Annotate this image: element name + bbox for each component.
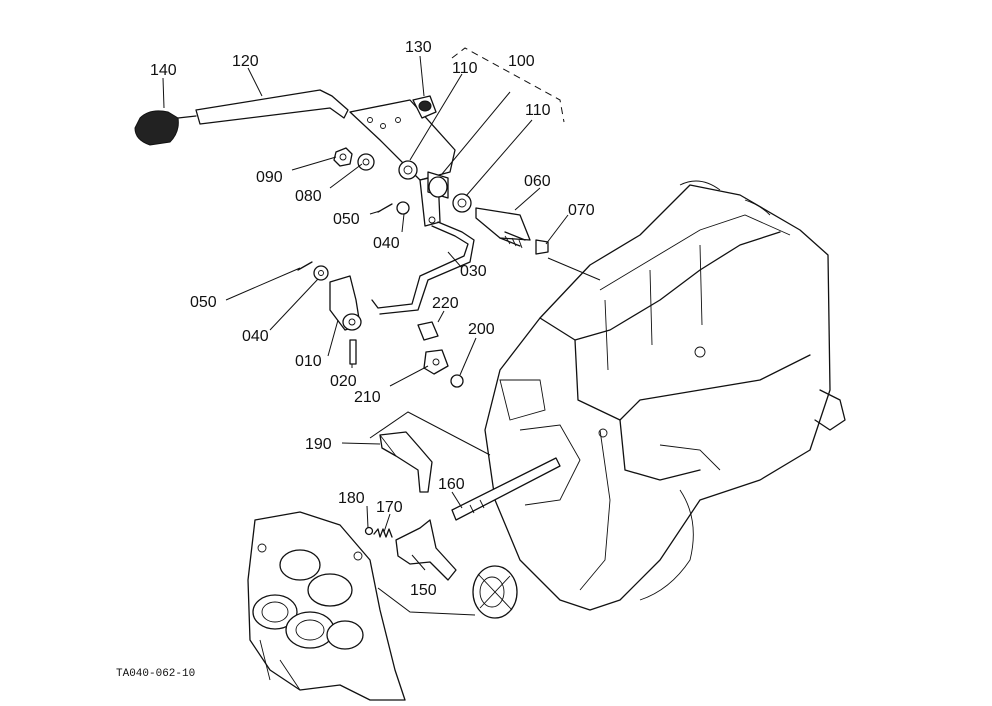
label-110-upper: 110 <box>452 60 478 77</box>
label-160: 160 <box>438 476 465 493</box>
label-020: 020 <box>330 373 357 390</box>
label-150: 150 <box>410 582 437 599</box>
label-130: 130 <box>405 39 432 56</box>
bolt-220 <box>417 321 439 341</box>
pin-050-lower <box>297 261 313 271</box>
stud-130 <box>412 95 437 119</box>
pin-050-upper <box>377 203 393 213</box>
ball-180 <box>364 526 374 536</box>
washer-040-lower <box>313 265 329 281</box>
label-010: 010 <box>295 353 322 370</box>
label-120: 120 <box>232 53 259 70</box>
label-180: 180 <box>338 490 365 507</box>
label-080: 080 <box>295 188 322 205</box>
bracket-210 <box>423 349 449 375</box>
leader-lines <box>162 55 601 571</box>
washer-040-upper <box>396 201 410 215</box>
shift-arm-190 <box>379 431 433 493</box>
shift-rod-160 <box>451 457 561 521</box>
shift-rod-030 <box>371 221 475 315</box>
label-200: 200 <box>468 321 495 338</box>
label-040-lower: 040 <box>242 328 269 345</box>
label-220: 220 <box>432 295 459 312</box>
label-210: 210 <box>354 389 381 406</box>
nut-070 <box>535 239 549 255</box>
label-070: 070 <box>568 202 595 219</box>
label-090: 090 <box>256 169 283 186</box>
label-170: 170 <box>376 499 403 516</box>
spring-170 <box>373 528 393 538</box>
figure-reference: TA040-062-10 <box>116 668 195 680</box>
label-040-upper: 040 <box>373 235 400 252</box>
label-050-upper: 050 <box>333 211 360 228</box>
pivot-boss <box>427 171 449 199</box>
label-030: 030 <box>460 263 487 280</box>
bushing-110-left <box>398 160 418 180</box>
label-110-lower: 110 <box>525 102 551 119</box>
bushing-110-right <box>452 193 472 213</box>
pin-020 <box>349 339 357 365</box>
label-140: 140 <box>150 62 177 79</box>
assembly-bracket-100 <box>451 47 565 123</box>
label-190: 190 <box>305 436 332 453</box>
label-060: 060 <box>524 173 551 190</box>
o-ring-200 <box>450 374 464 388</box>
callout-labels: 140 120 130 110 100 110 090 080 060 070 … <box>150 39 595 599</box>
shift-arm-010 <box>329 275 362 331</box>
gear-case <box>247 511 406 701</box>
label-050-lower: 050 <box>190 294 217 311</box>
transmission-housing <box>484 180 846 611</box>
washer-080 <box>357 153 375 171</box>
shift-lever-120 <box>177 89 349 125</box>
knob-140 <box>134 110 179 146</box>
label-100: 100 <box>508 53 535 70</box>
assembly-bracket-lower <box>369 411 491 616</box>
shift-fork-150 <box>395 519 457 581</box>
shift-collar <box>472 565 518 619</box>
pivot-shaft-060 <box>475 207 531 249</box>
nut-090 <box>333 147 353 167</box>
